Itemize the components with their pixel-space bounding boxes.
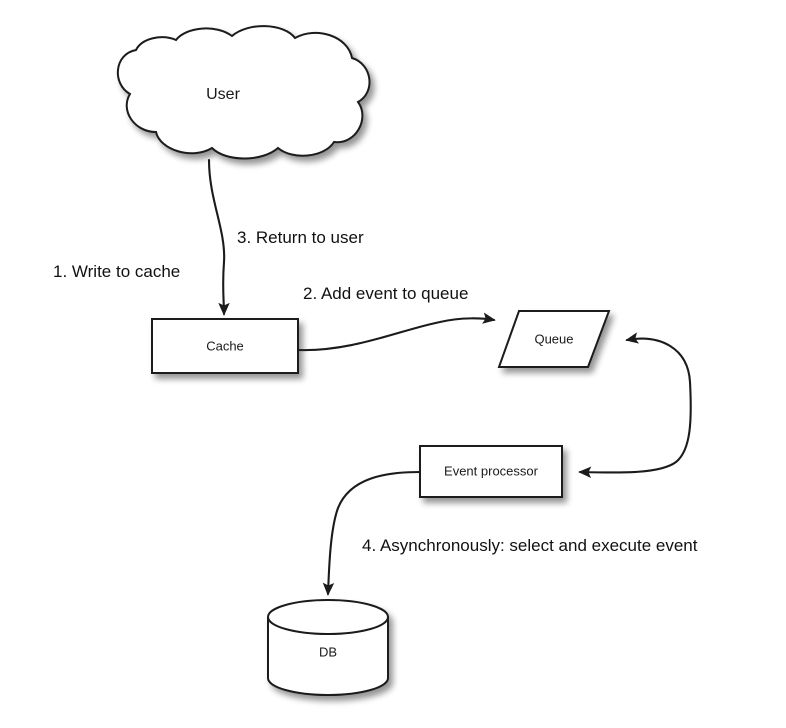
edge-event-processor-to-db: [322, 470, 422, 596]
db-shape: [268, 617, 388, 695]
step-label-1: 1. Write to cache: [53, 262, 180, 281]
step-label-3: 3. Return to user: [237, 228, 364, 247]
node-label-db: DB: [319, 644, 337, 659]
step-label-4: 4. Asynchronously: select and execute ev…: [362, 536, 698, 555]
node-user[interactable]: User: [116, 25, 371, 160]
edge-queue-to-event-processor: [578, 332, 692, 479]
node-label-event-processor: Event processor: [444, 463, 539, 478]
step-label-2: 2. Add event to queue: [303, 284, 468, 303]
node-label-cache: Cache: [206, 338, 244, 353]
node-queue[interactable]: Queue: [497, 310, 611, 368]
node-label-user: User: [206, 86, 240, 103]
node-db[interactable]: DB: [267, 599, 389, 696]
cloud-shape: [117, 26, 370, 159]
node-label-queue: Queue: [534, 331, 573, 346]
event-processor-shape: [420, 446, 562, 497]
edge-cache-to-queue: [296, 312, 496, 352]
node-event-processor[interactable]: Event processor: [419, 445, 563, 498]
node-cache[interactable]: Cache: [151, 318, 299, 374]
cache-shape: [152, 319, 298, 373]
edge-user-to-cache: [207, 158, 230, 316]
